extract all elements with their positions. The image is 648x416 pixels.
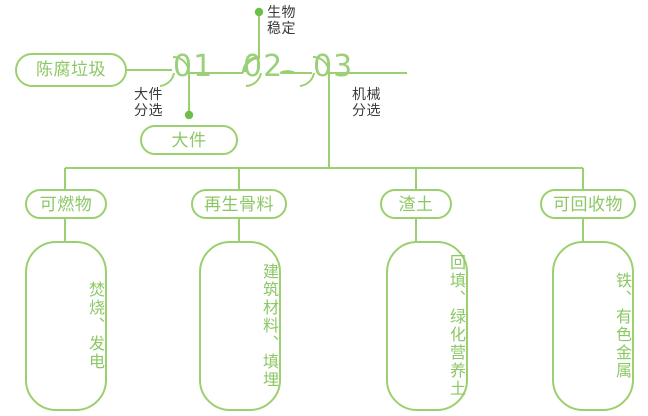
- stage-number-02: 02: [243, 49, 284, 84]
- destination-text-1: 建筑材料、填埋: [260, 263, 279, 389]
- category-label-3: 可回收物: [553, 195, 623, 215]
- destination-text-3: 铁、有色金属: [613, 272, 632, 380]
- stage-01-arc-top: [172, 56, 223, 74]
- dot-biostabilize: [254, 7, 264, 17]
- destination-box-1: [199, 241, 281, 411]
- destination-text-0: 焚烧、发电: [86, 281, 105, 371]
- step-label-03: 机械 分选: [352, 87, 381, 119]
- destination-box-0: [25, 241, 107, 411]
- destination-box-3: [552, 241, 634, 411]
- destination-box-2: [386, 241, 468, 411]
- category-label-2: 渣土: [398, 195, 434, 215]
- category-pill-3: [540, 189, 636, 219]
- source-label: 陈腐垃圾: [36, 60, 106, 80]
- stem-biostabilize: [244, 14, 260, 73]
- branch-pill-shape: [140, 125, 238, 155]
- stage-02-arc-bottom: [245, 72, 262, 87]
- stage-03-arc-bottom: [299, 72, 315, 87]
- destination-text-2: 回填、绿化营养土: [447, 254, 466, 398]
- step-label-01: 大件 分选: [134, 87, 163, 119]
- branch-label-bulky: 大件: [171, 131, 207, 151]
- category-label-0: 可燃物: [39, 195, 93, 215]
- stage-number-03: 03: [313, 49, 354, 84]
- stage-01-arc-bottom: [159, 72, 175, 87]
- category-label-1: 再生骨料: [204, 195, 274, 215]
- dot-bulky-sort: [184, 110, 194, 120]
- stage-number-01: 01: [173, 49, 214, 84]
- step-label-02: 生物 稳定: [267, 5, 296, 37]
- stage-03-arc-top: [312, 56, 407, 74]
